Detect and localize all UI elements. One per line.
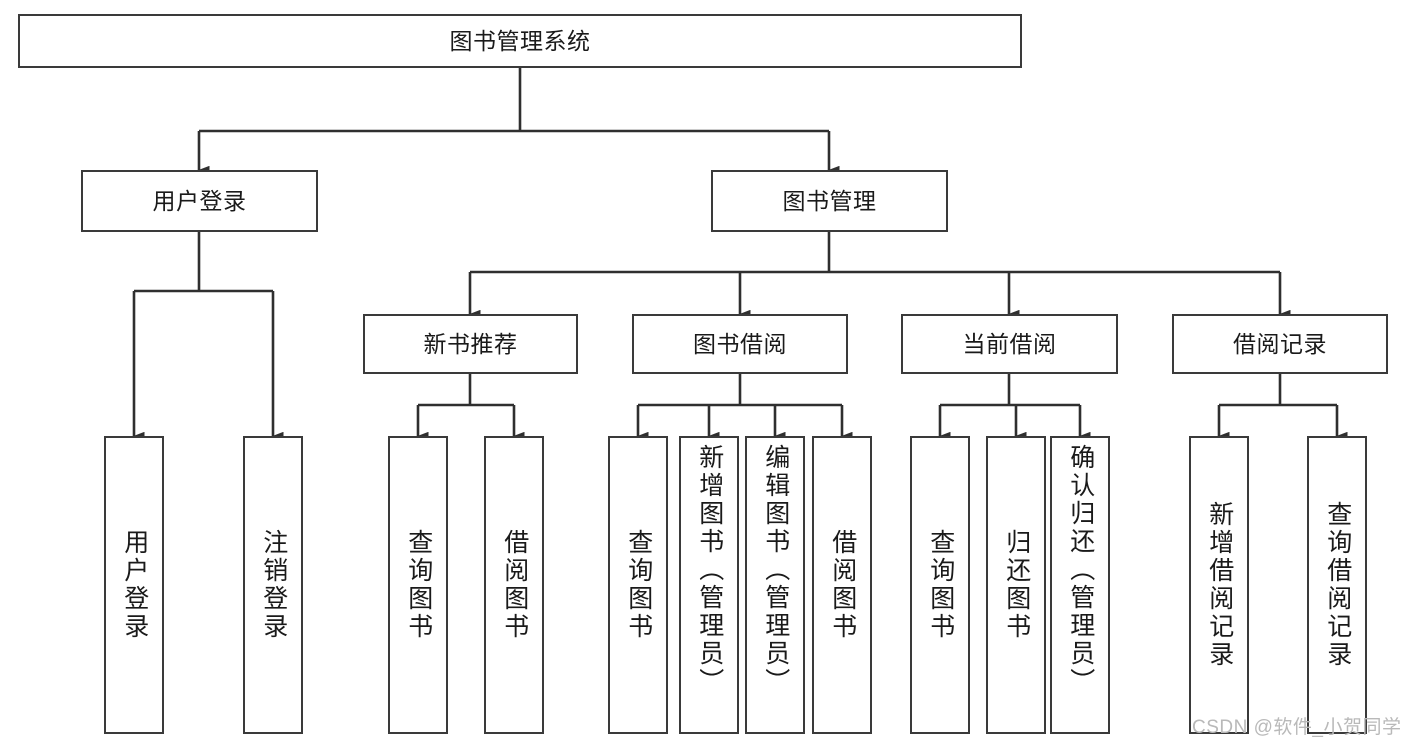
node-leaf-新增借阅记录[interactable]: 新增借阅记录 xyxy=(1189,436,1249,734)
node-leaf-归还图书[interactable]: 归还图书 xyxy=(986,436,1046,734)
node-label: 用户登录 xyxy=(152,187,247,214)
node-level2-用户登录[interactable]: 用户登录 xyxy=(81,170,318,232)
node-label: 借阅图书 xyxy=(500,529,529,641)
node-level3-图书借阅[interactable]: 图书借阅 xyxy=(632,314,848,374)
node-level2-图书管理[interactable]: 图书管理 xyxy=(711,170,948,232)
node-label: 当前借阅 xyxy=(962,330,1057,357)
node-leaf-查询图书[interactable]: 查询图书 xyxy=(388,436,448,734)
node-label: 新书推荐 xyxy=(423,330,518,357)
node-level3-新书推荐[interactable]: 新书推荐 xyxy=(363,314,578,374)
node-label: 新增借阅记录 xyxy=(1205,501,1234,669)
node-label: 图书管理 xyxy=(782,187,877,214)
node-leaf-确认归还（管理员）[interactable]: 确认归还（管理员） xyxy=(1050,436,1110,734)
node-leaf-注销登录[interactable]: 注销登录 xyxy=(243,436,303,734)
node-leaf-借阅图书[interactable]: 借阅图书 xyxy=(484,436,544,734)
node-label: 图书借阅 xyxy=(693,330,787,357)
node-leaf-用户登录[interactable]: 用户登录 xyxy=(104,436,164,734)
node-level3-当前借阅[interactable]: 当前借阅 xyxy=(901,314,1118,374)
node-leaf-查询借阅记录[interactable]: 查询借阅记录 xyxy=(1307,436,1367,734)
node-label: 查询图书 xyxy=(926,529,955,641)
node-label: 用户登录 xyxy=(120,529,149,641)
watermark-text: CSDN @软件_小贺同学 xyxy=(1192,717,1402,738)
node-label: 查询图书 xyxy=(624,529,653,641)
node-label: 编辑图书（管理员） xyxy=(761,444,790,696)
node-leaf-查询图书[interactable]: 查询图书 xyxy=(608,436,668,734)
node-leaf-新增图书（管理员）[interactable]: 新增图书（管理员） xyxy=(679,436,739,734)
node-label: 借阅记录 xyxy=(1233,330,1327,357)
node-leaf-借阅图书[interactable]: 借阅图书 xyxy=(812,436,872,734)
node-label: 查询借阅记录 xyxy=(1323,501,1352,669)
node-label: 归还图书 xyxy=(1002,529,1031,641)
node-leaf-编辑图书（管理员）[interactable]: 编辑图书（管理员） xyxy=(745,436,805,734)
node-label: 确认归还（管理员） xyxy=(1066,444,1095,696)
node-label: 图书管理系统 xyxy=(449,27,591,54)
node-level3-借阅记录[interactable]: 借阅记录 xyxy=(1172,314,1388,374)
node-label: 新增图书（管理员） xyxy=(695,444,724,696)
node-label: 借阅图书 xyxy=(828,529,857,641)
node-leaf-查询图书[interactable]: 查询图书 xyxy=(910,436,970,734)
node-root-图书管理系统[interactable]: 图书管理系统 xyxy=(18,14,1022,68)
node-label: 查询图书 xyxy=(404,529,433,641)
node-label: 注销登录 xyxy=(259,529,288,641)
